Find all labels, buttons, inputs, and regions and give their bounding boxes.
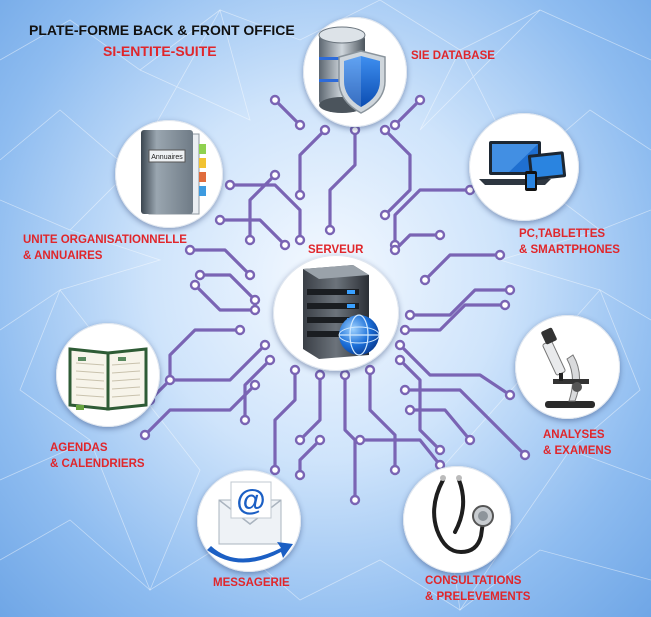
database-label: SIE DATABASE	[411, 50, 495, 62]
agendas-label: AGENDAS & CALENDRIERS	[50, 442, 145, 470]
server-label: SERVEUR	[308, 244, 364, 256]
laptop-tablet-phone-icon	[479, 141, 567, 191]
devices-node	[469, 113, 579, 221]
database-shield-icon	[318, 26, 386, 114]
agendas-node	[56, 323, 160, 427]
consultations-node	[403, 466, 511, 573]
messaging-node: @	[197, 470, 301, 572]
analyses-node	[515, 315, 620, 419]
server-globe-icon	[303, 265, 380, 359]
consultations-label: CONSULTATIONS & PRELEVEMENTS	[425, 575, 531, 603]
database-node	[303, 17, 407, 127]
binder-label-text: Annuaires	[151, 154, 183, 161]
messaging-label: MESSAGERIE	[213, 577, 290, 589]
server-node	[273, 255, 399, 371]
directory-node: Annuaires	[115, 120, 223, 228]
directory-label: UNITE ORGANISATIONNELLE & ANNUAIRES	[23, 234, 187, 262]
page-title: PLATE-FORME BACK & FRONT OFFICE	[29, 22, 295, 38]
microscope-icon	[541, 327, 595, 408]
agenda-book-icon	[68, 347, 148, 411]
email-envelope-icon: @	[207, 481, 293, 563]
directory-binder-icon: Annuaires	[141, 130, 206, 215]
stethoscope-icon	[432, 475, 494, 555]
analyses-label: ANALYSES & EXAMENS	[543, 429, 612, 457]
devices-label: PC,TABLETTES & SMARTPHONES	[519, 228, 620, 256]
page-subtitle: SI-ENTITE-SUITE	[103, 43, 217, 59]
svg-text:@: @	[236, 484, 265, 517]
